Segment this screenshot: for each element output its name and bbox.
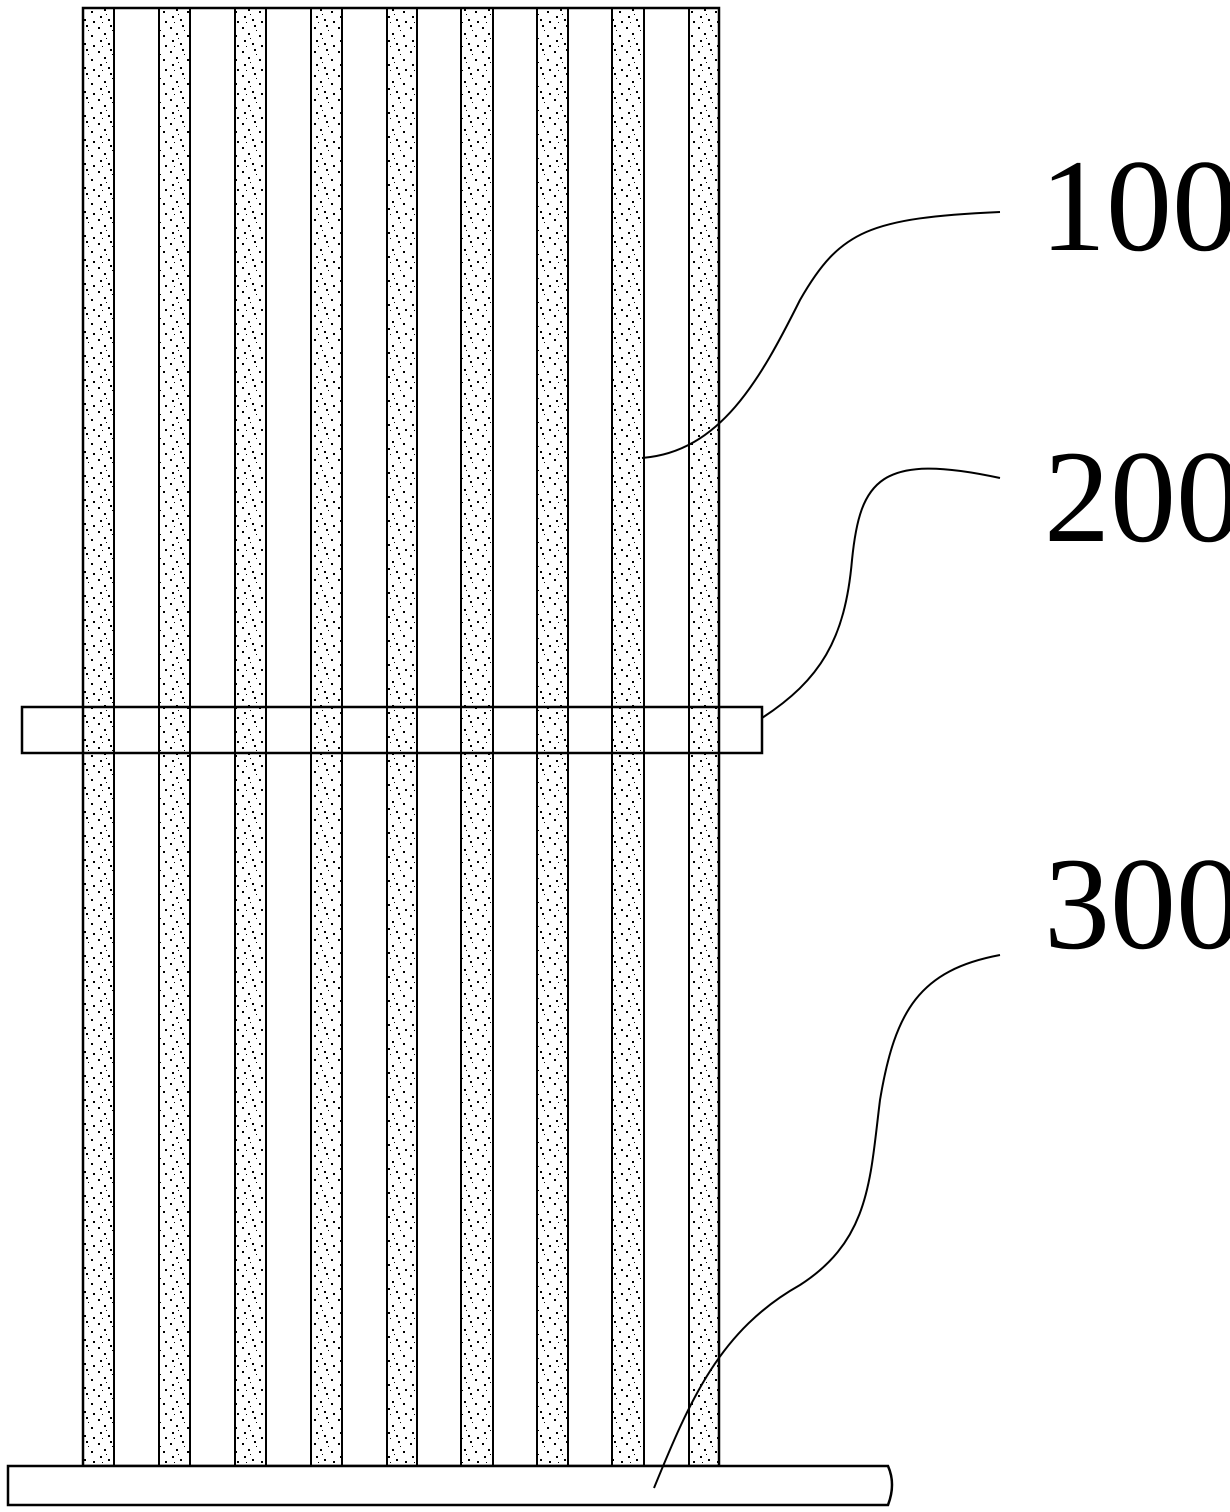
base-plate xyxy=(6,1464,894,1507)
strip-stack xyxy=(81,6,721,1468)
leader-line-200 xyxy=(761,467,1001,719)
stippled-strip-3 xyxy=(234,7,267,1467)
stippled-strip-6 xyxy=(460,7,494,1467)
stippled-strip-9 xyxy=(688,7,720,1467)
stippled-strip-2 xyxy=(158,7,191,1467)
stippled-strip-8 xyxy=(611,7,645,1467)
ref-label-100: 100 xyxy=(1040,132,1230,279)
leader-line-300 xyxy=(653,954,1001,1489)
ref-label-300: 300 xyxy=(1044,830,1230,977)
ref-label-200: 200 xyxy=(1044,423,1230,570)
cross-band xyxy=(20,705,764,755)
leader-line-100 xyxy=(641,211,1001,459)
stippled-strip-4 xyxy=(310,7,343,1467)
stippled-strip-7 xyxy=(536,7,569,1467)
stippled-strip-1 xyxy=(82,7,115,1467)
stippled-strip-5 xyxy=(386,7,418,1467)
